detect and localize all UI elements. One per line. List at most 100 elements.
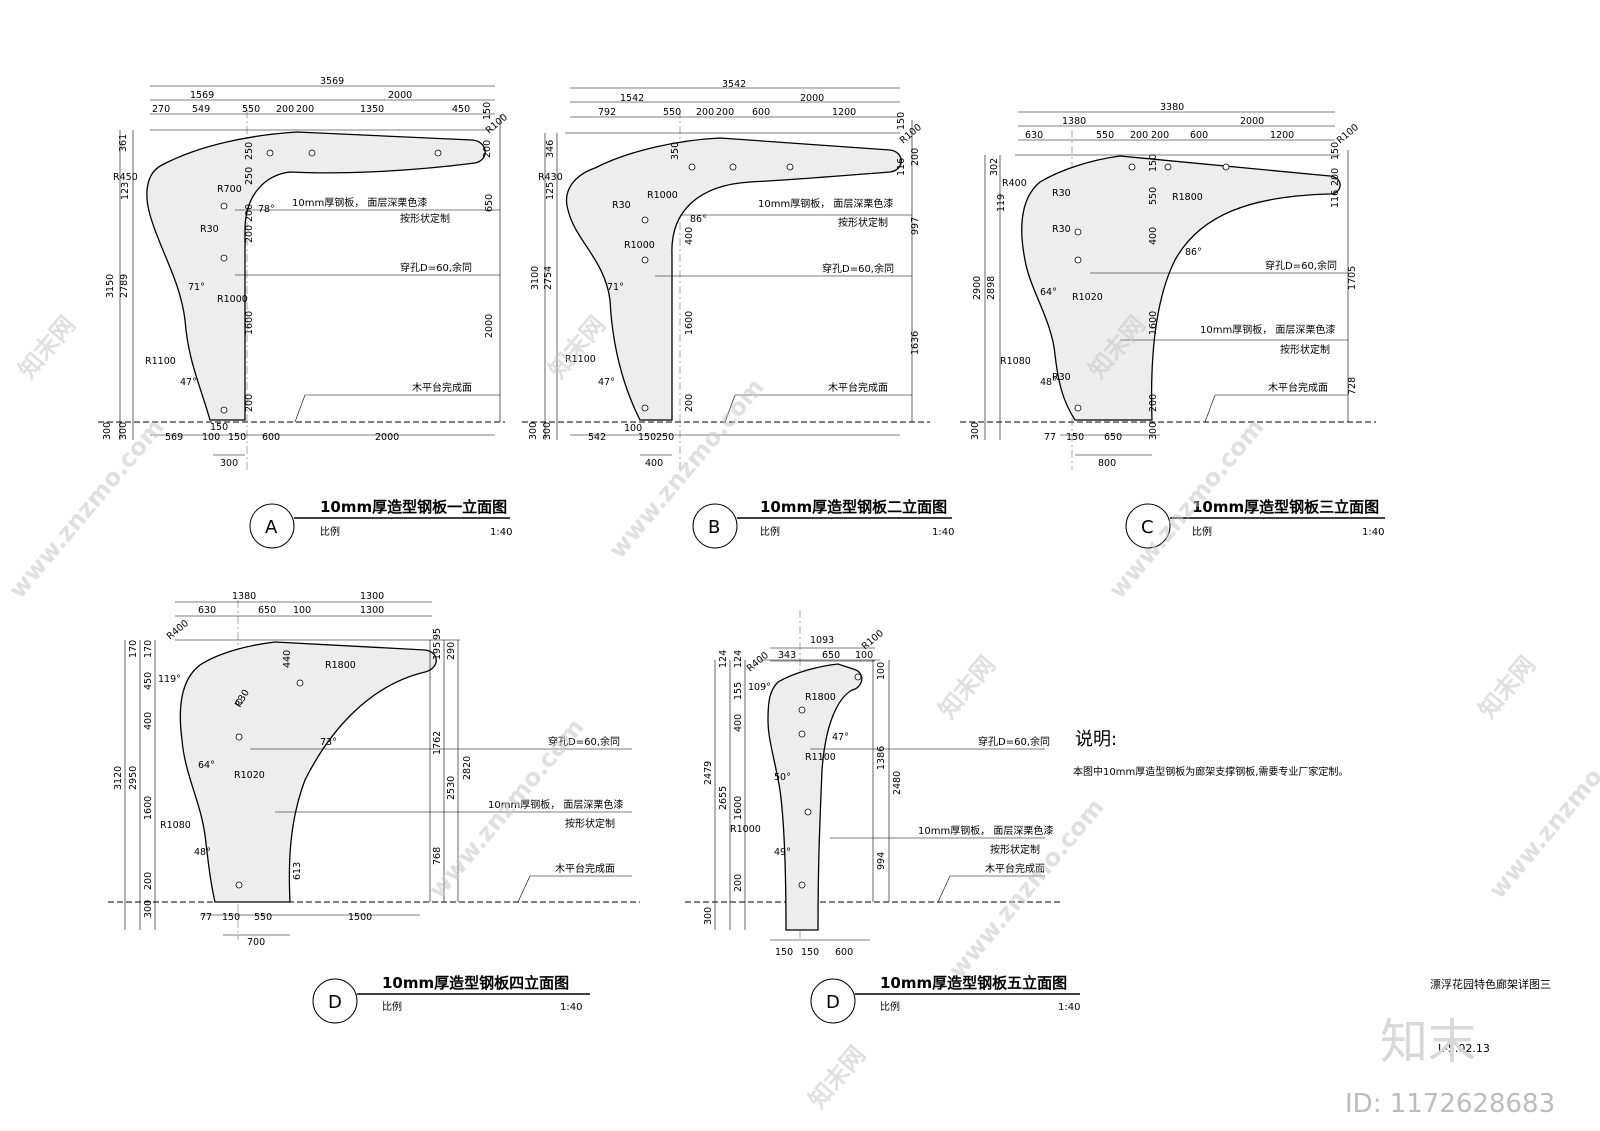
bolt-hole [641,404,649,412]
radius: R1000 [217,294,248,305]
top-dim: 450 [452,104,470,115]
top-dim: 1200 [832,107,856,118]
bolt-hole [798,706,806,714]
scale-label: 比例 [382,1000,402,1013]
top-dim: 650 [822,650,840,661]
right-dim: 95 [432,628,443,640]
top-dim: 200 [276,104,294,115]
notes-block: 说明: 本图中10mm厚造型钢板为廊架支撑钢板,需要专业厂家定制。 [1073,729,1348,778]
inner-dim: 200 [1148,394,1159,412]
view-b: 3542 1542 2000 792 550 200 200 600 1200 … [522,79,954,549]
inner-dim: 200 [244,394,255,412]
bolt-hole [798,730,806,738]
top-dim: 600 [752,107,770,118]
angle: 86° [1185,247,1202,258]
scale-value: 1:40 [560,1002,582,1013]
top-dim: 630 [1025,130,1043,141]
inner-dim: 250 [244,167,255,185]
bottom-dim: 650 [1104,432,1122,443]
view-title: 10mm厚造型钢板五立面图 [880,974,1067,992]
top-dim: 1093 [810,635,834,646]
radius: R30 [1052,372,1071,383]
top-dim: 2000 [388,90,412,101]
left-dim: 3120 [113,766,124,790]
bolt-hole [1222,163,1230,171]
radius: R30 [200,224,219,235]
right-dim: 2000 [484,314,495,338]
radius: R430 [538,172,563,183]
scale-value: 1:40 [932,527,954,538]
view-d4: 1380 1300 630 650 100 1300 170 170 450 4… [108,591,640,1024]
left-dim: 300 [970,422,981,440]
scale-label: 比例 [880,1000,900,1013]
steel-plate-d5 [767,663,863,931]
watermark-url: www.znzmo.com [943,793,1109,984]
bottom-dim: 2000 [375,432,399,443]
right-dim: 195 [432,642,443,660]
view-a: 3569 1569 2000 270 549 550 200 200 1350 … [98,76,512,549]
top-dim: 270 [152,104,170,115]
scale-value: 1:40 [490,527,512,538]
callout-material: 10mm厚钢板， 面层深栗色漆 [918,824,1053,837]
bolt-hole [1074,256,1082,264]
view-title: 10mm厚造型钢板四立面图 [382,974,569,992]
callout-custom: 按形状定制 [565,817,615,830]
left-dim: 3100 [530,266,541,290]
radius: R1020 [234,770,265,781]
callout-hole: 穿孔D=60,余同 [400,261,472,274]
callout-deck: 木平台完成面 [828,381,888,394]
bottom-dim: 300 [220,458,238,469]
left-dim: 300 [118,422,129,440]
radius: R1800 [1172,192,1203,203]
view-title: 10mm厚造型钢板一立面图 [320,498,507,516]
view-title: 10mm厚造型钢板三立面图 [1192,498,1379,516]
radius: R400 [1002,178,1027,189]
bottom-dim: 250 [656,432,674,443]
callout-material: 10mm厚钢板， 面层深栗色漆 [488,798,623,811]
left-dim: 2655 [718,786,729,810]
bolt-hole [786,163,794,171]
bottom-dim: 150 [775,947,793,958]
view-d5: 1093 343 650 100 124 124 155 400 2479 26… [685,610,1080,1024]
top-dim: 100 [855,650,873,661]
left-dim: 300 [143,900,154,918]
steel-plate-a [146,131,486,421]
left-dim: 200 [143,872,154,890]
angle: 109° [748,682,771,693]
top-dim: 550 [242,104,260,115]
right-dim: 2480 [892,771,903,795]
left-dim: 450 [143,672,154,690]
bolt-hole [798,881,806,889]
bolt-hole [1074,404,1082,412]
left-dim: 2789 [119,274,130,298]
right-dim: 200 [910,148,921,166]
view-c: 3380 1380 2000 630 550 200 200 600 1200 … [960,102,1385,549]
bolt-hole [235,881,243,889]
top-dim-overall: 3380 [1160,102,1184,113]
left-dim: 200 [733,874,744,892]
left-dim: 119 [996,194,1007,212]
sheet-number: L-5.02.13 [1438,1042,1490,1055]
top-dim: 650 [258,605,276,616]
top-dim-overall: 3569 [320,76,344,87]
watermark-url: www.znzmo.com [3,413,169,604]
angle: 71° [188,282,205,293]
bottom-dim: 100 [624,423,642,434]
top-dim: 2000 [1240,116,1264,127]
top-dim: 200 [696,107,714,118]
view-mark-circle [249,503,295,549]
watermark-brand: 知末网 [1473,651,1541,724]
left-dim: 2479 [703,761,714,785]
inner-dim: 200 [684,394,695,412]
left-dim: 300 [703,907,714,925]
left-dim: 302 [989,158,1000,176]
right-dim: 1762 [432,731,443,755]
top-dim: 549 [192,104,210,115]
right-dim: 994 [876,852,887,870]
left-dim: 346 [545,140,556,158]
top-dim: 2000 [800,93,824,104]
inner-dim: 440 [282,650,293,668]
top-dim: 600 [1190,130,1208,141]
callout-deck: 木平台完成面 [985,862,1045,875]
right-dim: 200 [482,140,493,158]
